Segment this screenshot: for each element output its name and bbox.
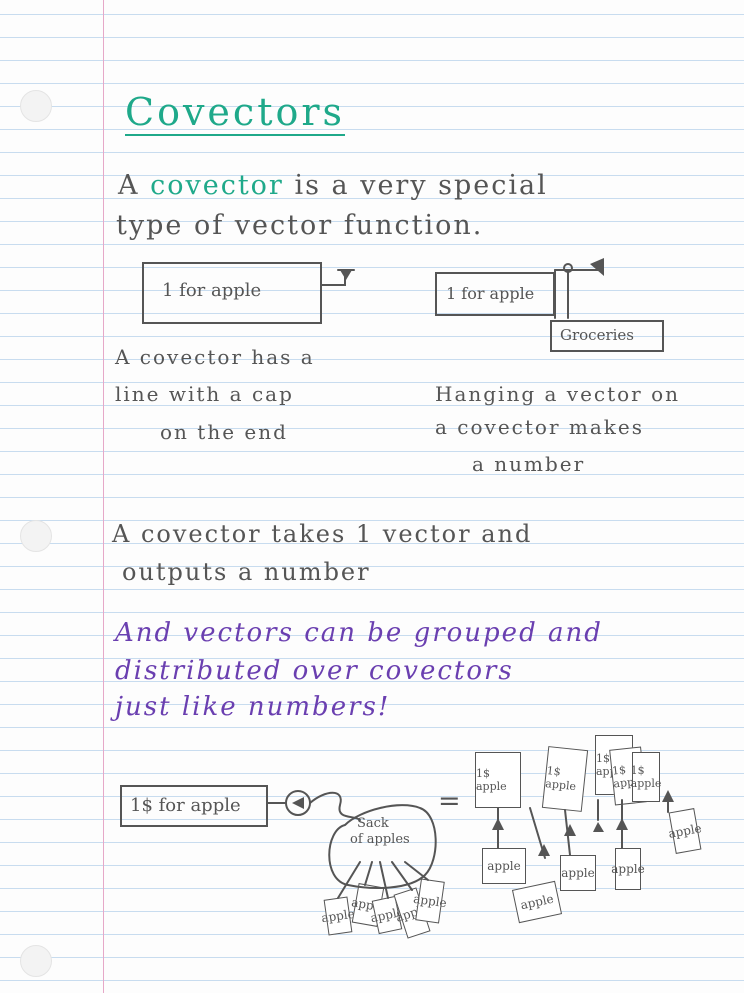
covector-box-2-label: 1 for apple <box>446 284 535 303</box>
cap-triangle-icon <box>492 818 504 830</box>
covector-card: 1$ apple <box>631 752 661 802</box>
cap-triangle-icon <box>538 844 550 856</box>
intro-line-2: type of vector function. <box>116 210 484 241</box>
sack-strings <box>337 861 429 899</box>
apple-tag: apple <box>560 855 596 891</box>
note-line-1: And vectors can be grouped and <box>115 618 603 648</box>
caption-1-line-2: line with a cap <box>115 382 294 406</box>
cap-triangle-icon <box>593 822 604 832</box>
cap-triangle-icon <box>662 790 674 802</box>
intro-keyword: covector <box>150 170 284 201</box>
page-title: Covectors <box>125 90 346 136</box>
sack-outline <box>328 804 437 889</box>
squiggle-line <box>309 791 361 821</box>
hook-icon <box>563 263 573 273</box>
cap-triangle-icon <box>616 818 628 830</box>
groceries-box <box>550 320 664 352</box>
apple-tag: apple <box>611 848 645 890</box>
note-line-2: distributed over covectors <box>115 656 514 686</box>
cap-triangle-icon <box>564 824 576 836</box>
statement-line-1: A covector takes 1 vector and <box>112 520 533 548</box>
margin-line <box>103 0 104 993</box>
intro-line-1: A covector is a very special <box>118 170 548 201</box>
caption-2-line-2: a covector makes <box>435 415 644 439</box>
sack-label-1: Sack <box>357 816 389 831</box>
groceries-label: Groceries <box>560 326 635 344</box>
cap-triangle-icon <box>590 258 604 276</box>
punch-hole <box>20 945 52 977</box>
covector-box-1-label: 1 for apple <box>162 280 262 301</box>
punch-hole <box>20 90 52 122</box>
caption-2-line-3: a number <box>472 452 586 476</box>
sack-label-2: of apples <box>350 832 410 847</box>
cap-triangle-icon <box>340 270 352 280</box>
note-line-3: just like numbers! <box>115 692 391 722</box>
caption-2-line-1: Hanging a vector on <box>435 382 681 406</box>
punch-hole <box>20 520 52 552</box>
covector-box-3-label: 1$ for apple <box>130 795 241 816</box>
card-strings <box>497 799 669 856</box>
caption-1-line-3: on the end <box>160 420 288 444</box>
covector-line-1 <box>321 271 346 286</box>
intro-rest: is a very special <box>294 170 548 201</box>
equals-sign: = <box>438 786 463 817</box>
covector-box-1 <box>142 262 322 324</box>
intro-prefix: A <box>118 170 140 201</box>
apple-tag: apple <box>482 848 526 884</box>
cap-triangle-icon <box>292 797 304 809</box>
caption-1-line-1: A covector has a <box>115 345 315 369</box>
statement-line-2: outputs a number <box>122 558 371 586</box>
covector-box-3 <box>120 785 268 827</box>
